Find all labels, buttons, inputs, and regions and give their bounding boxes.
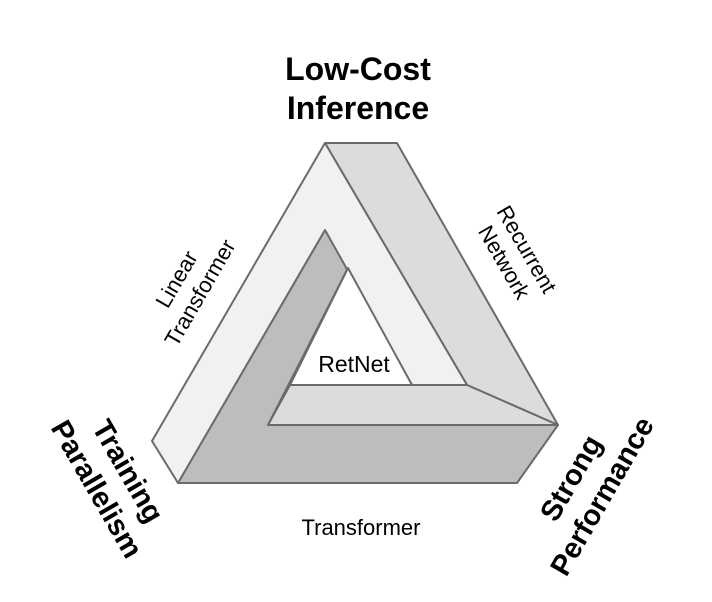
corner-label-top-line2: Inference [287,90,429,126]
edge-label-bottom: Transformer [302,515,421,540]
corner-label-top-line1: Low-Cost [285,51,431,87]
corner-label-left: Training Parallelism [44,415,169,564]
center-label: RetNet [318,351,390,377]
center-hole [289,267,413,386]
